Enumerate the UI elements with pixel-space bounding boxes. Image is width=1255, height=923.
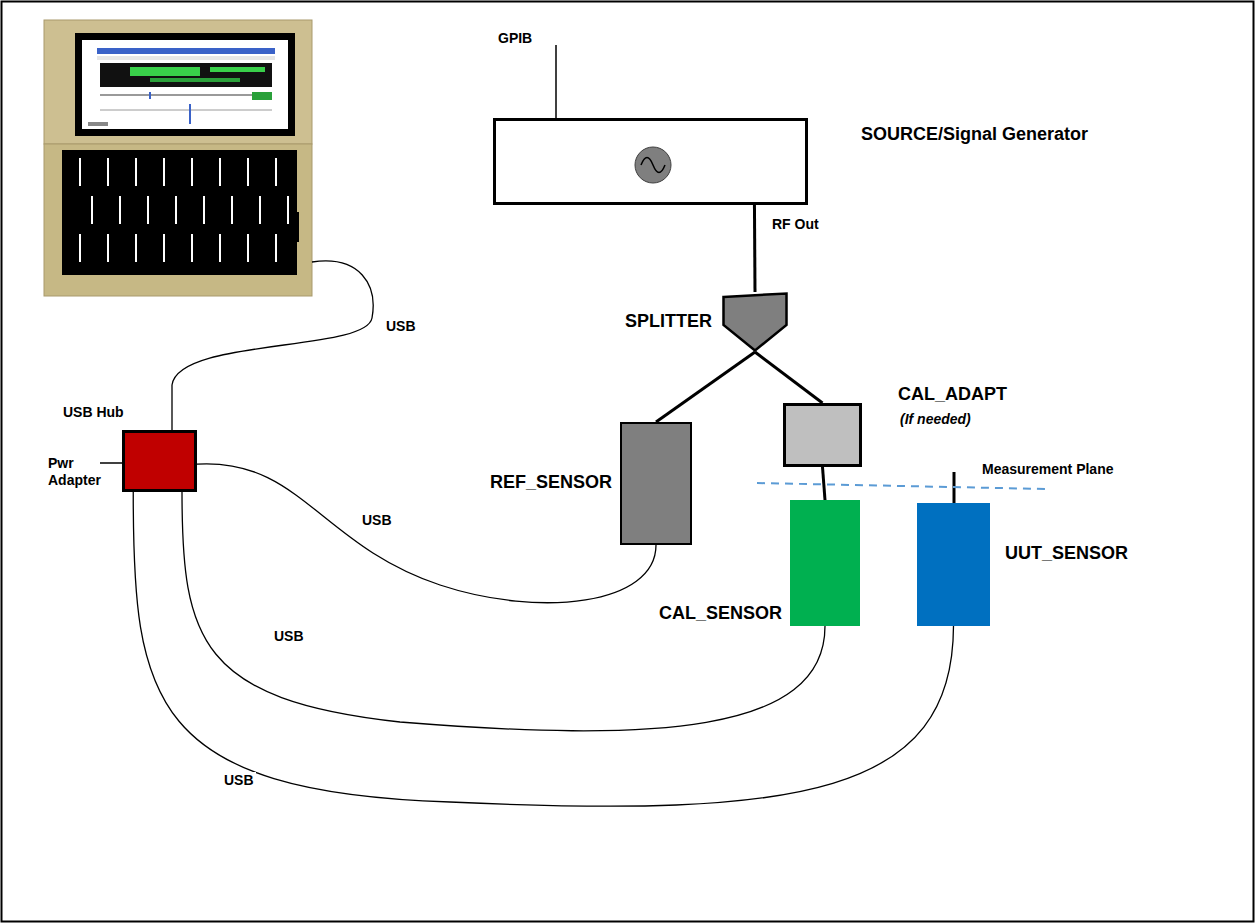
node-label: (If needed) (900, 411, 971, 428)
calibration-adapter: CAL_ADAPT(If needed) (783, 403, 862, 467)
cable-label: USB (222, 772, 256, 789)
usb-cable (172, 261, 373, 430)
node-label: SOURCE/Signal Generator (861, 124, 1088, 146)
rf-cable (754, 205, 756, 292)
usb-hub: USB Hub (122, 430, 197, 492)
splitter-outline (722, 292, 788, 352)
measurement-plane-line (757, 483, 1045, 489)
gpib-lead (555, 45, 557, 118)
node-label: USB Hub (63, 404, 124, 421)
node-label: CAL_SENSOR (659, 603, 782, 625)
reference-sensor: REF_SENSOR (620, 422, 692, 545)
usb-cable (182, 492, 825, 731)
splitter-shape: SPLITTER (722, 292, 788, 352)
rf-cable (755, 352, 823, 403)
rf-cable (823, 467, 826, 500)
cable-label: USB (360, 512, 394, 529)
calibration-sensor: CAL_SENSOR (790, 500, 860, 626)
usb-cable (133, 492, 953, 806)
bus-label: GPIB (498, 30, 532, 47)
cable-label: USB (272, 628, 306, 645)
node-label: CAL_ADAPT (898, 384, 1007, 406)
rf-cable (656, 352, 755, 422)
cable-label: RF Out (770, 216, 821, 233)
signal-generator-box: SOURCE/Signal Generator (493, 118, 808, 205)
plane-label: Measurement Plane (982, 461, 1114, 478)
oscillator-symbol (631, 143, 675, 187)
uut-sensor: UUT_SENSOR (917, 503, 990, 626)
cable-label: USB (386, 318, 416, 335)
power-lead (100, 462, 122, 464)
node-label: SPLITTER (625, 311, 712, 333)
laptop-illustration (44, 20, 312, 296)
power-label: Pwr Adapter (48, 455, 104, 489)
node-label: UUT_SENSOR (1005, 543, 1128, 565)
node-label: REF_SENSOR (490, 472, 612, 494)
usb-cable (197, 464, 656, 603)
